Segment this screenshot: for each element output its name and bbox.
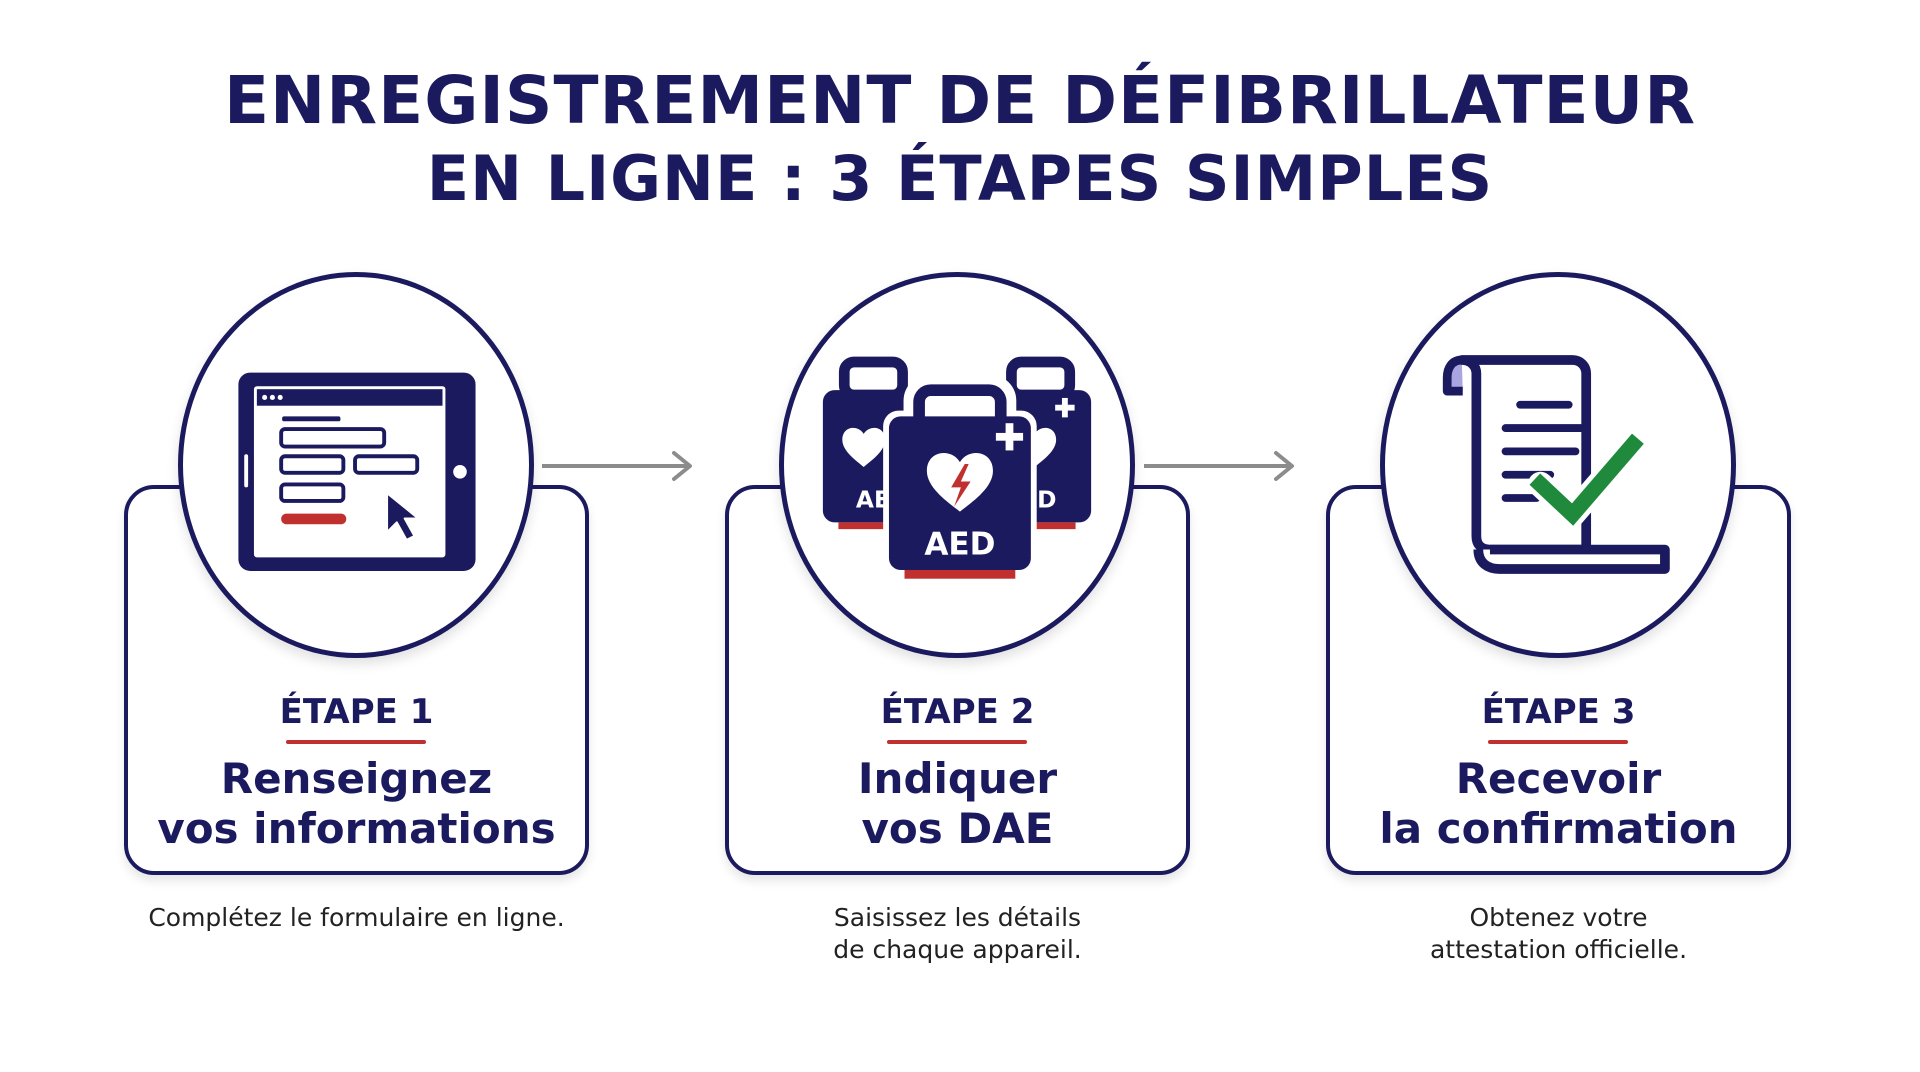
step-1-description: Complétez le formulaire en ligne. bbox=[124, 902, 589, 934]
step-2-title-line2: vos DAE bbox=[861, 804, 1054, 853]
tablet-form-icon bbox=[238, 372, 476, 571]
step-3-title-line2: la confirmation bbox=[1379, 804, 1738, 853]
step-2-title-line1: Indiquer bbox=[857, 754, 1058, 803]
page-title-line1: ENREGISTREMENT DE DÉFIBRILLATEUR bbox=[223, 62, 1697, 139]
step-1-desc-line1: Complétez le formulaire en ligne. bbox=[148, 903, 565, 932]
certificate-check-icon bbox=[1442, 355, 1670, 574]
step-1-title-line1: Renseignez bbox=[220, 754, 493, 803]
step-2-title: Indiquer vos DAE bbox=[725, 754, 1190, 854]
step-2-underline bbox=[887, 740, 1027, 744]
arrow-right-icon bbox=[542, 451, 692, 481]
step-1-title: Renseignez vos informations bbox=[124, 754, 589, 854]
step-3-label: ÉTAPE 3 bbox=[1481, 692, 1636, 732]
step-icon-circle-3 bbox=[1380, 272, 1736, 658]
step-3-description: Obtenez votre attestation officielle. bbox=[1326, 902, 1791, 966]
step-2-desc-line1: Saisissez les détails bbox=[833, 903, 1082, 932]
aed-cases-icon: AE ED AED bbox=[822, 356, 1092, 579]
step-3-underline bbox=[1488, 740, 1628, 744]
step-1-label: ÉTAPE 1 bbox=[279, 692, 434, 732]
step-3-title-line1: Recevoir bbox=[1455, 754, 1662, 803]
step-icon-circle-1 bbox=[178, 272, 534, 658]
page-title-line2: EN LIGNE : 3 ÉTAPES SIMPLES bbox=[426, 142, 1494, 215]
step-1-underline bbox=[286, 740, 426, 744]
step-2-label: ÉTAPE 2 bbox=[880, 692, 1035, 732]
step-icon-circle-2: AE ED AED bbox=[779, 272, 1135, 658]
step-3-title: Recevoir la confirmation bbox=[1326, 754, 1791, 854]
step-3-desc-line1: Obtenez votre bbox=[1469, 903, 1648, 932]
step-3-desc-line2: attestation officielle. bbox=[1429, 935, 1688, 964]
step-2-description: Saisissez les détails de chaque appareil… bbox=[725, 902, 1190, 966]
arrow-right-icon bbox=[1144, 451, 1294, 481]
step-1-title-line2: vos informations bbox=[157, 804, 556, 853]
aed-front-text: AED bbox=[924, 526, 995, 562]
step-2-desc-line2: de chaque appareil. bbox=[833, 935, 1082, 964]
